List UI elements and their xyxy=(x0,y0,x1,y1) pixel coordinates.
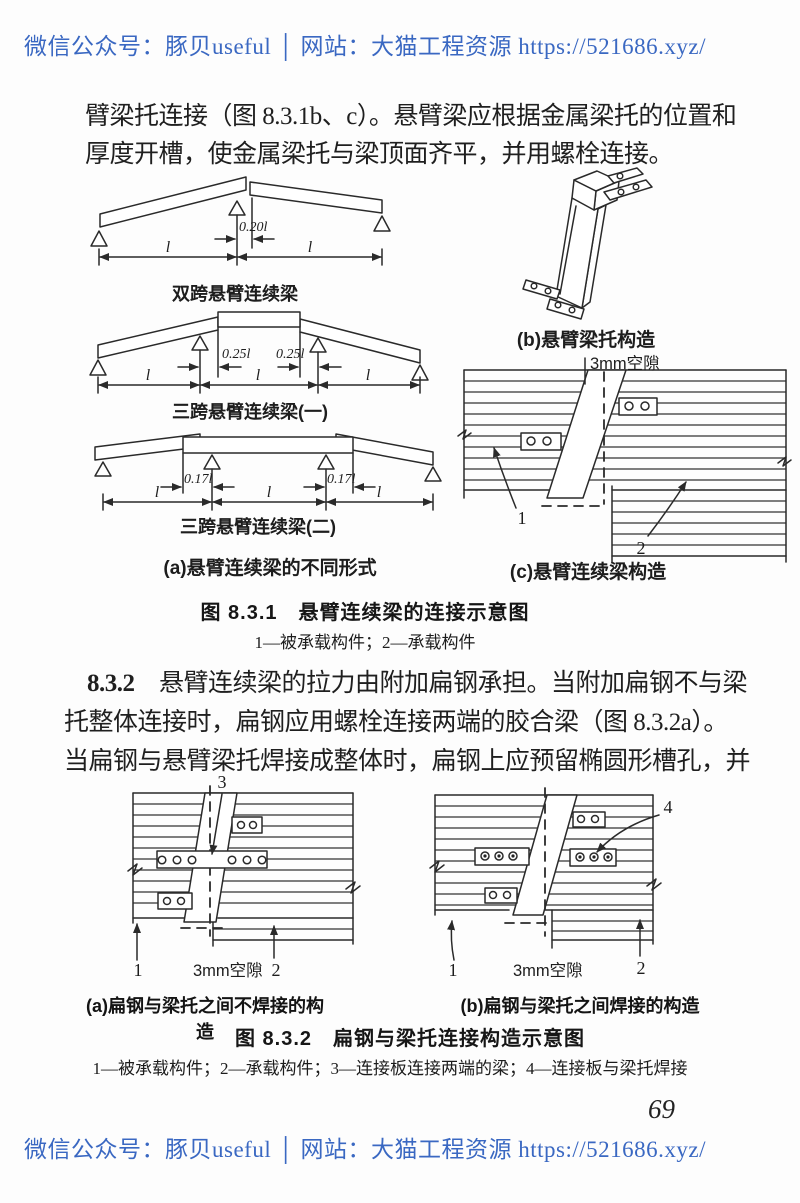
figure-831-legend: 1—被承载构件；2—承载构件 xyxy=(254,633,476,652)
part-label-2: 2 xyxy=(637,958,646,978)
paragraph-line: 托整体连接时，扁钢应用螺栓连接两端的胶合梁（图 8.3.2a）。 xyxy=(64,709,728,736)
leader-line xyxy=(647,481,687,537)
gap-label: 3mm空隙 xyxy=(193,961,263,980)
three-span-beam-diagram-2: 0.17l 0.17l l l l 三跨悬臂连续梁(二) xyxy=(94,433,442,537)
support-triangle xyxy=(309,337,327,353)
lamination-lines xyxy=(463,380,787,546)
beam-hanger-pictorial xyxy=(522,167,653,320)
cantilever-joint-diagram: 3mm空隙 1 2 xyxy=(457,354,792,563)
bolt-tab xyxy=(546,298,585,320)
bolt-plate xyxy=(231,816,263,834)
leader-line xyxy=(447,920,456,961)
figure-832-caption-b: (b)扁钢与梁托之间焊接的构造 xyxy=(460,996,700,1016)
figure-832-diagram: 3 1 3mm空隙 2 xyxy=(127,772,673,980)
span-label: l xyxy=(256,367,261,384)
caption-b: (b)悬臂梁托构造 xyxy=(517,328,656,351)
support-triangle xyxy=(373,215,391,232)
part-label-1: 1 xyxy=(134,960,143,980)
support-triangle xyxy=(94,461,112,477)
break-mark xyxy=(457,429,472,440)
figure-832-title: 图 8.3.2 扁钢与梁托连接构造示意图 xyxy=(234,1028,586,1050)
leader-line xyxy=(493,447,517,509)
break-mark xyxy=(777,456,792,467)
bolt-tab xyxy=(603,179,653,201)
support-triangle xyxy=(203,454,221,470)
paragraph-line: 厚度开槽，使金属梁托与梁顶面齐平，并用螺栓连接。 xyxy=(85,141,674,168)
bolt-tab xyxy=(522,279,561,300)
header-watermark: 微信公众号：豚贝useful │ 网站：大猫工程资源 https://52168… xyxy=(24,34,707,59)
scarf-joint-piece xyxy=(546,369,627,499)
break-mark xyxy=(127,863,143,876)
clause-text: 悬臂连续梁的拉力由附加扁钢承担。当附加扁钢不与梁 xyxy=(134,670,748,697)
span-label: l xyxy=(155,484,160,501)
caption-a: (a)悬臂连续梁的不同形式 xyxy=(163,556,376,579)
figure-832-legend: 1—被承载构件；2—承载构件；3—连接板连接两端的梁；4—连接板与梁托焊接 xyxy=(92,1059,688,1078)
span-label: l xyxy=(267,484,272,501)
leader-line xyxy=(596,814,660,853)
span-label: l xyxy=(146,367,151,384)
welded-plate xyxy=(474,847,530,866)
support-triangle xyxy=(424,466,442,482)
paragraph-line: 8.3.2 悬臂连续梁的拉力由附加扁钢承担。当附加扁钢不与梁 xyxy=(87,663,748,699)
figure-831-title: 图 8.3.1 悬臂连续梁的连接示意图 xyxy=(200,602,530,624)
break-mark xyxy=(429,860,445,873)
dim-label: 0.20l xyxy=(239,220,268,235)
figure-832-caption-a: (a)扁钢与梁托之间不焊接的构造 xyxy=(86,996,324,1042)
gap-label: 3mm空隙 xyxy=(590,354,660,373)
flat-steel-joint-welded: 4 1 3mm空隙 2 xyxy=(429,787,673,980)
span-label: l xyxy=(308,239,313,256)
part-label-1: 1 xyxy=(449,960,458,980)
diagram-caption: 三跨悬臂连续梁(一) xyxy=(172,401,328,422)
support-triangle xyxy=(228,200,246,216)
break-mark xyxy=(646,878,662,891)
dim-label: 0.25l xyxy=(222,347,251,362)
span-label: l xyxy=(166,239,171,256)
part-label-2: 2 xyxy=(272,960,281,980)
three-span-beam-diagram-1: 0.25l 0.25l l l l 三跨悬臂连续梁(一) xyxy=(89,311,429,422)
gap-label: 3mm空隙 xyxy=(513,961,583,980)
support-triangle xyxy=(191,335,209,351)
span-label: l xyxy=(366,367,371,384)
flat-steel-joint-unwelded: 3 1 3mm空隙 2 xyxy=(127,772,361,980)
footer-watermark: 微信公众号：豚贝useful │ 网站：大猫工程资源 https://52168… xyxy=(24,1137,707,1162)
span-label: l xyxy=(377,484,382,501)
paragraph-line: 臂梁托连接（图 8.3.1b、c）。悬臂梁应根据金属梁托的位置和 xyxy=(85,103,737,130)
part-label-3: 3 xyxy=(218,772,227,792)
dim-label: 0.25l xyxy=(276,347,305,362)
support-triangle xyxy=(90,230,108,247)
support-triangle xyxy=(317,454,335,470)
figure-831-diagram: 0.20l l l 双跨悬臂连续梁 0.25l xyxy=(89,167,792,583)
diagram-caption: 双跨悬臂连续梁 xyxy=(172,283,299,304)
diagram-caption: 三跨悬臂连续梁(二) xyxy=(180,516,336,537)
part-label-1: 1 xyxy=(518,508,527,528)
part-label-2: 2 xyxy=(637,538,646,558)
clause-number: 8.3.2 xyxy=(87,670,135,697)
dim-label: 0.17l xyxy=(184,472,213,487)
leader-line xyxy=(209,793,223,855)
page-number: 69 xyxy=(648,1094,675,1124)
dim-label: 0.17l xyxy=(327,472,356,487)
break-mark xyxy=(345,881,361,894)
paragraph-line: 当扁钢与悬臂梁托焊接成整体时，扁钢上应预留椭圆形槽孔，并 xyxy=(64,748,751,775)
part-label-4: 4 xyxy=(664,797,673,817)
caption-c: (c)悬臂连续梁构造 xyxy=(510,560,667,583)
two-span-beam-diagram: 0.20l l l 双跨悬臂连续梁 xyxy=(90,176,391,304)
bolt-tab xyxy=(607,167,644,184)
support-triangle xyxy=(89,359,107,376)
